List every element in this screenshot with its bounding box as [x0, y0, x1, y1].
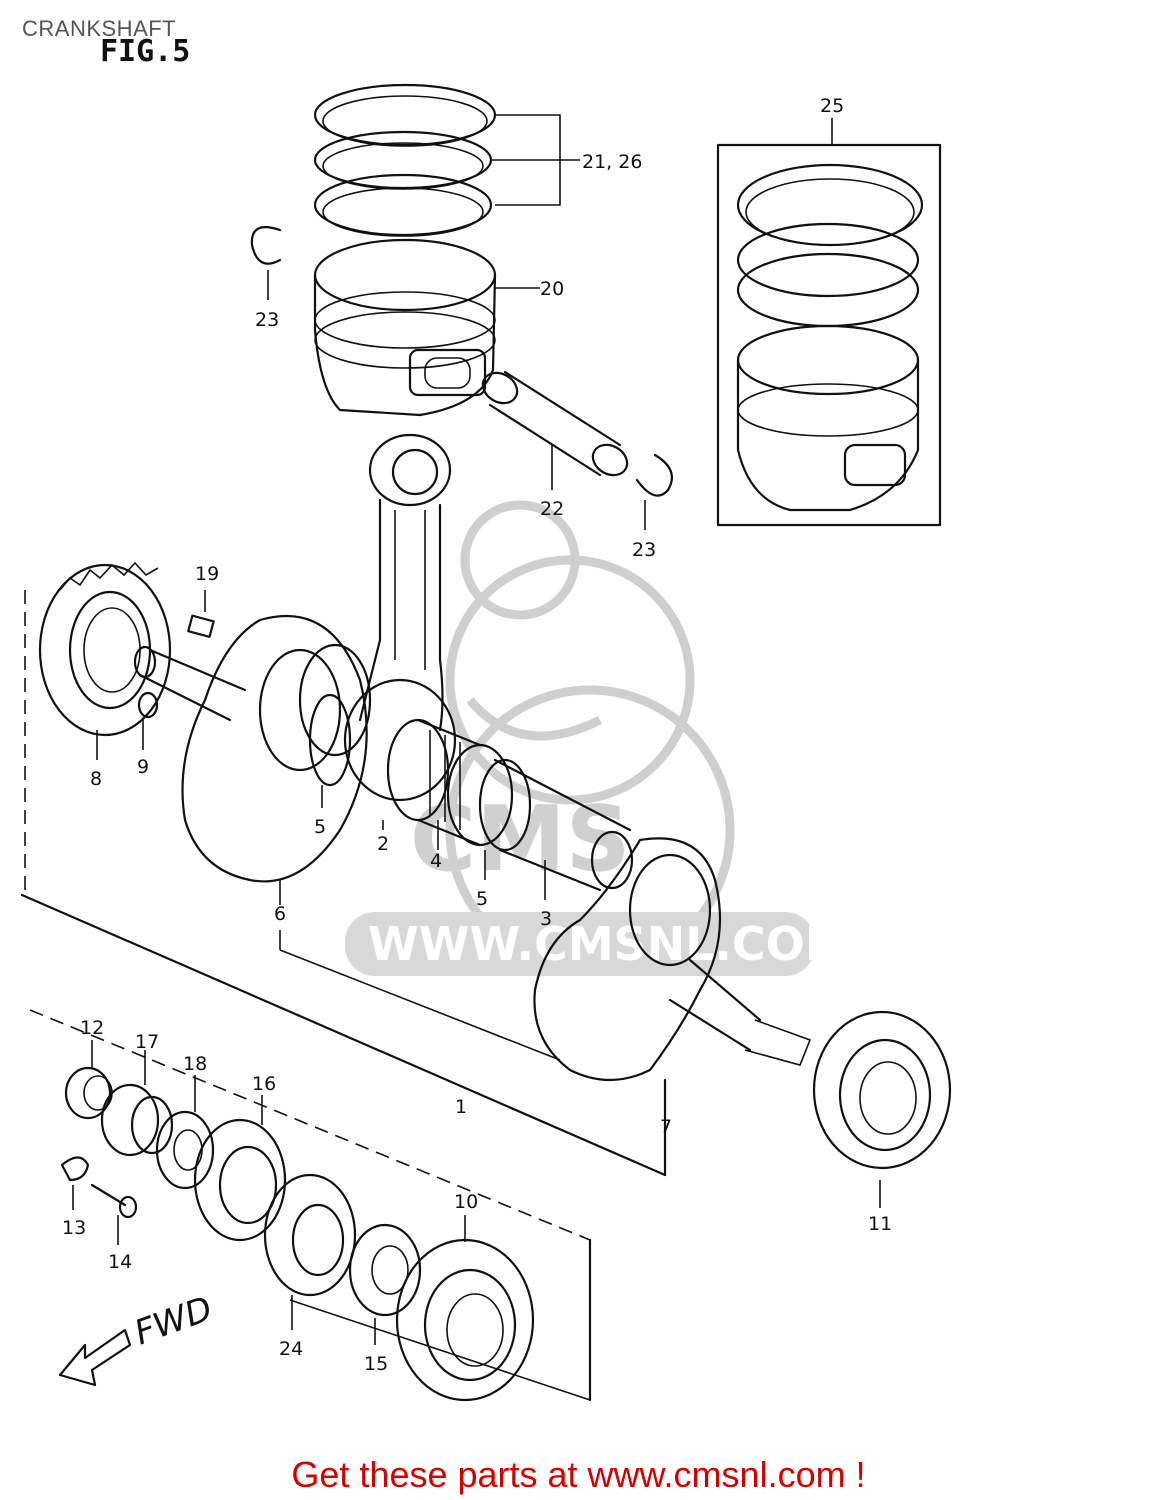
watermark-head-outline: [445, 555, 695, 805]
callout-5-left: 5: [314, 816, 326, 838]
piston-kit-box: [716, 143, 942, 527]
screw-14: [90, 1183, 138, 1245]
circlip-left: [250, 226, 282, 300]
connecting-rod: [343, 433, 457, 802]
callout-22: 22: [540, 498, 564, 520]
callout-21-26: 21, 26: [582, 151, 642, 173]
callout-7: 7: [660, 1116, 672, 1138]
timing-gear: [38, 561, 172, 760]
piston-rings: [313, 83, 580, 237]
piston-kit: [736, 118, 924, 512]
retainer-13: [60, 1156, 90, 1210]
callout-2: 2: [377, 833, 389, 855]
fwd-label: FWD: [129, 1289, 217, 1354]
watermark-logo: CMS WWW.CMSNL.COM: [345, 500, 851, 976]
callout-23-right: 23: [632, 539, 656, 561]
crank-web-right: [533, 837, 812, 1110]
callout-11: 11: [868, 1213, 892, 1235]
crankshaft-left-shaft: [133, 645, 247, 722]
washer-18: [155, 1075, 215, 1190]
callout-19: 19: [195, 563, 219, 585]
callout-10: 10: [454, 1191, 478, 1213]
callout-25: 25: [820, 95, 844, 117]
callout-12: 12: [80, 1017, 104, 1039]
gear-16: [193, 1095, 287, 1242]
diagram-caption: CRANKSHAFT: [22, 16, 177, 41]
callout-14: 14: [108, 1251, 132, 1273]
thrust-washer-left: [308, 693, 352, 808]
spacer-17: [100, 1050, 174, 1157]
watermark-url-text: WWW.CMSNL.COM: [368, 917, 851, 971]
callout-13: 13: [62, 1217, 86, 1239]
piston: [313, 238, 540, 417]
callout-labels: 21, 26 25 20 23 22 23 19 8 9 5 2 4 5 3 6…: [62, 95, 892, 1375]
bearing-10: [395, 1215, 535, 1402]
gear-15: [348, 1223, 422, 1345]
callout-4: 4: [430, 850, 442, 872]
get-parts-link[interactable]: Get these parts at www.cmsnl.com !: [291, 1454, 866, 1495]
callout-16: 16: [252, 1073, 276, 1095]
callout-15: 15: [364, 1353, 388, 1375]
callout-18: 18: [183, 1053, 207, 1075]
watermark-helmet-outline: [460, 500, 580, 620]
crank-web-left: [181, 614, 372, 905]
bearing-right: [812, 1010, 952, 1208]
crankpin-bearing: [386, 718, 514, 850]
crank-pin: [493, 758, 634, 900]
piston-pin: [481, 370, 629, 490]
watermark-url-pill: [345, 912, 815, 976]
callout-24: 24: [279, 1338, 303, 1360]
assembly-frame-lines: [20, 143, 942, 1402]
key-and-pin: [137, 590, 215, 750]
thrust-washer-right: [478, 758, 532, 880]
callout-1: 1: [455, 1096, 467, 1118]
callout-23-left: 23: [255, 309, 279, 331]
circlip-right: [635, 453, 673, 530]
callout-6: 6: [274, 903, 286, 925]
forward-direction-arrow: FWD: [58, 1289, 218, 1387]
callout-9: 9: [137, 756, 149, 778]
callout-5-right: 5: [476, 888, 488, 910]
watermark-face-outline: [466, 697, 603, 741]
gear-24: [263, 1173, 357, 1330]
callout-17: 17: [135, 1031, 159, 1053]
callout-3: 3: [540, 908, 552, 930]
callout-20: 20: [540, 278, 564, 300]
figure-number: FIG.5: [100, 34, 191, 69]
callout-8: 8: [90, 768, 102, 790]
